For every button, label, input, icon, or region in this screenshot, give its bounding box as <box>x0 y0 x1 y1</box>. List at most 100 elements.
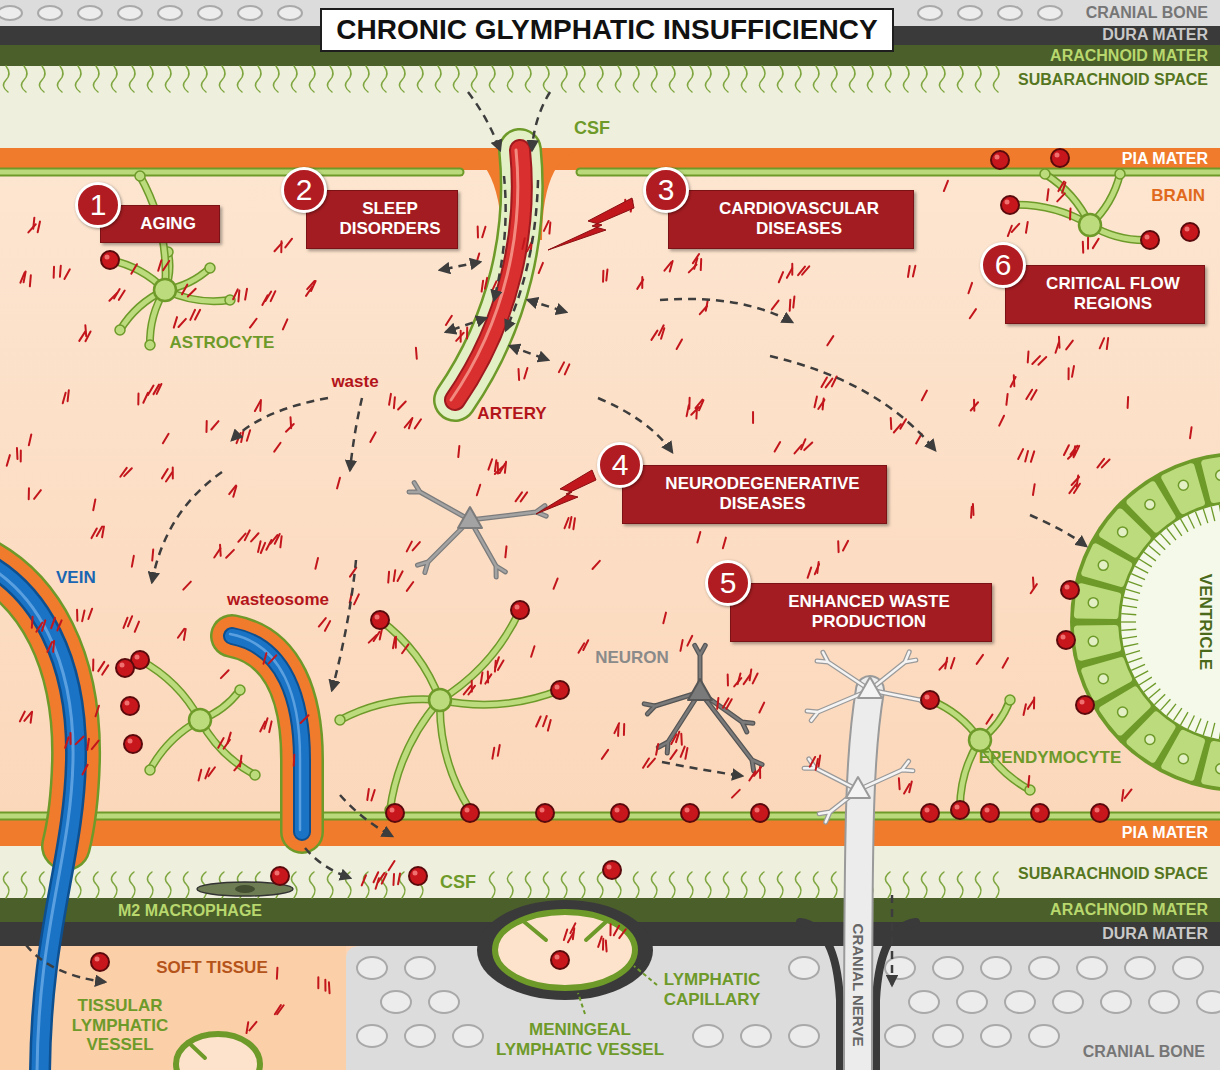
waste-particle <box>531 646 534 656</box>
waste-particle <box>398 873 400 884</box>
cilium <box>1203 509 1208 523</box>
waste-particle <box>524 368 527 379</box>
waste-particle <box>178 629 184 638</box>
arachnoid-trabecula <box>597 66 603 92</box>
arachnoid-trabecula <box>831 872 837 898</box>
waste-particle <box>269 655 277 663</box>
arachnoid-trabecula <box>975 872 981 898</box>
waste-particle <box>251 533 258 541</box>
arachnoid-trabecula <box>363 66 369 92</box>
waste-particle <box>271 291 276 301</box>
waste-particle <box>1008 226 1012 236</box>
waste-particle <box>354 594 359 604</box>
cilium <box>1154 539 1165 549</box>
flow-arrow <box>305 848 350 878</box>
flow-arrow <box>332 560 356 690</box>
soma <box>858 677 882 698</box>
waste-particle <box>1127 397 1130 408</box>
cilium <box>1139 559 1152 567</box>
factor-box: 4NEURODEGENERATIVE DISEASES <box>622 465 887 524</box>
waste-particle <box>723 538 726 549</box>
wasteosome-highlight <box>1080 700 1085 705</box>
arachnoid-trabecula <box>147 872 153 898</box>
bone-pore <box>238 6 262 20</box>
waste-particle <box>84 325 87 336</box>
waste-particle <box>498 660 504 669</box>
waste-particle <box>1125 789 1132 798</box>
cell-nucleus <box>1145 734 1155 744</box>
waste-particle <box>909 781 912 792</box>
wasteosome-highlight <box>1095 808 1100 813</box>
part-label: VEIN <box>56 568 96 588</box>
neuron <box>807 652 930 721</box>
arachnoid-trabecula <box>543 872 549 898</box>
cilium <box>1181 519 1189 532</box>
waste-particle <box>614 926 619 936</box>
diagram-title: CHRONIC GLYMPHATIC INSUFFICIENCY <box>320 8 893 52</box>
waste-particle <box>85 331 90 341</box>
waste-particle <box>119 291 125 300</box>
cell-nucleus <box>1178 754 1188 764</box>
waste-particle <box>131 264 137 273</box>
arachnoid-trabecula <box>111 872 117 898</box>
part-label: BRAIN <box>1151 186 1205 206</box>
arachnoid-trabecula <box>975 66 981 92</box>
arachnoid-trabecula <box>165 872 171 898</box>
subarachnoid-bottom <box>0 846 1220 898</box>
waste-particle <box>328 982 331 993</box>
bone-pore <box>453 1025 483 1047</box>
wasteosome-highlight <box>95 957 100 962</box>
arachnoid-trabecula <box>651 66 657 92</box>
flow-arrow <box>532 92 550 150</box>
bone-pore <box>885 957 915 979</box>
waste-particle <box>96 706 99 716</box>
waste-particle <box>76 610 78 621</box>
waste-particle <box>617 725 620 736</box>
waste-particle <box>64 269 69 279</box>
arachnoid-trabecula <box>525 66 531 92</box>
waste-particle <box>1122 790 1123 801</box>
waste-particle <box>387 572 390 583</box>
waste-particle <box>676 732 679 742</box>
astrocyte-process <box>440 610 520 700</box>
waste-particle <box>1082 242 1084 253</box>
astrocyte-process <box>380 620 440 700</box>
waste-particle <box>246 1022 248 1033</box>
waste-particle <box>738 673 741 684</box>
arachnoid-trabecula <box>435 66 441 92</box>
wasteosome <box>461 804 479 822</box>
waste-particle <box>827 336 833 345</box>
soma <box>688 679 712 700</box>
waste-particle <box>219 545 222 556</box>
flow-arrows <box>26 92 1086 985</box>
neurite <box>870 652 916 690</box>
waste-particle <box>255 401 260 411</box>
factor-label: CARDIOVASCULAR DISEASES <box>695 199 903 240</box>
cilium <box>1173 708 1181 720</box>
part-label: CRANIAL NERVE <box>849 924 866 1047</box>
lymphatic-valve <box>522 920 546 940</box>
waste-particle <box>280 241 282 252</box>
waste-particle <box>29 275 32 286</box>
bone-pore <box>998 6 1022 20</box>
factor-label: NEURODEGENERATIVE DISEASES <box>649 474 876 515</box>
callout-number: 1 <box>75 182 121 228</box>
cell-nucleus <box>1118 527 1128 537</box>
part-label: SUBARACHNOID SPACE <box>1018 865 1208 883</box>
waste-particle <box>367 789 369 800</box>
waste-particle <box>65 737 68 747</box>
astrocyte-process <box>440 690 560 705</box>
flow-arrow <box>770 356 935 450</box>
flow-arrow <box>340 795 392 836</box>
waste-particle <box>518 369 521 380</box>
waste-particle <box>1047 189 1048 200</box>
waste-particle <box>602 939 604 950</box>
arachnoid-trabecula <box>75 66 81 92</box>
vein-highlight <box>230 634 300 830</box>
waste-particle <box>98 662 104 671</box>
bone-pore <box>1101 991 1131 1013</box>
cilium <box>1167 704 1176 716</box>
astrocyte-process <box>340 699 440 720</box>
waste-particle <box>263 653 266 664</box>
arachnoid-trabecula <box>993 872 999 898</box>
